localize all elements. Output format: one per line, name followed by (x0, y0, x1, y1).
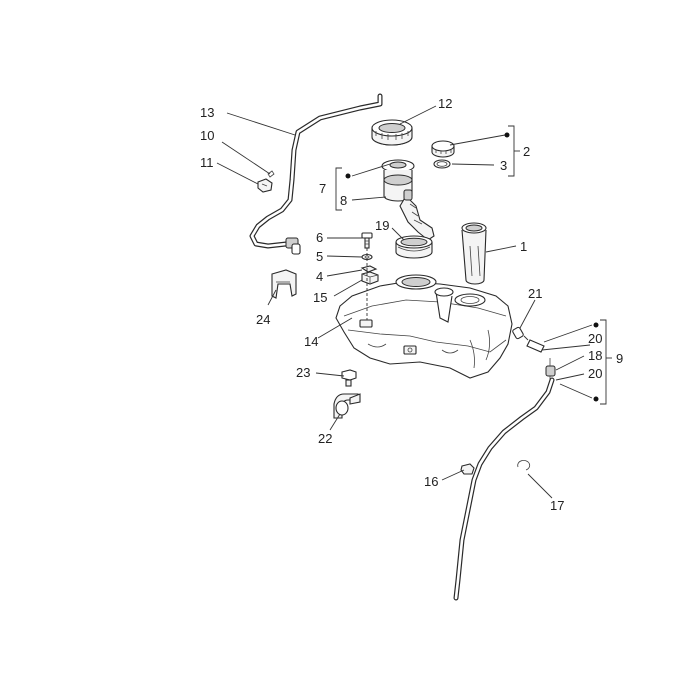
group-bracket-7 (335, 167, 351, 211)
part-24-bracket (271, 269, 297, 299)
part-6-screw (361, 232, 373, 249)
part-17-spring-clip (517, 460, 531, 471)
part-15-nut (361, 271, 379, 285)
part-2-fuel-cap (431, 140, 455, 158)
part-1-filler-neck (461, 222, 487, 285)
part-16-clip (460, 463, 475, 475)
callout-20-upper: 20 (588, 331, 602, 346)
callout-14: 14 (304, 334, 318, 349)
part-19-sleeve (395, 235, 433, 259)
part-20-upper-hose (526, 339, 545, 353)
group-bracket-2 (504, 125, 520, 177)
part-23-bolt (341, 369, 357, 387)
part-14-fuel-tank (335, 274, 513, 379)
part-3-seal (433, 159, 451, 169)
callout-2: 2 (523, 144, 530, 159)
callout-3: 3 (500, 158, 507, 173)
callout-13: 13 (200, 105, 214, 120)
callout-12: 12 (438, 96, 452, 111)
callout-21: 21 (528, 286, 542, 301)
callout-17: 17 (550, 498, 564, 513)
part-11-clamp (257, 178, 273, 193)
callout-1: 1 (520, 239, 527, 254)
callout-15: 15 (313, 290, 327, 305)
part-21-vent-valve (512, 326, 524, 340)
callout-9: 9 (616, 351, 623, 366)
part-10-clip (267, 170, 275, 178)
leader-lines (216, 105, 593, 499)
part-22-clamp-bracket (333, 393, 361, 419)
part-20-lower-hose (453, 377, 555, 601)
callout-20-lower: 20 (588, 366, 602, 381)
callout-5: 5 (316, 249, 323, 264)
callout-6: 6 (316, 230, 323, 245)
callout-11: 11 (200, 155, 214, 170)
callout-22: 22 (318, 431, 332, 446)
callout-10: 10 (200, 128, 214, 143)
part-8-fuel-pump (381, 159, 435, 241)
callout-16: 16 (424, 474, 438, 489)
callout-8: 8 (340, 193, 347, 208)
part-13-breather-hose (249, 93, 383, 255)
part-12-ring-nut (371, 119, 413, 146)
group-bracket-9 (593, 319, 612, 405)
callout-4: 4 (316, 269, 323, 284)
callout-19: 19 (375, 218, 389, 233)
callout-labels: 13 10 11 12 2 3 7 8 19 1 6 5 4 15 24 14 … (200, 96, 623, 513)
part-4-spacer (360, 265, 378, 273)
part-18-connector (545, 358, 556, 380)
callout-18: 18 (588, 348, 602, 363)
callout-23: 23 (296, 365, 310, 380)
callout-7: 7 (319, 181, 326, 196)
callout-24: 24 (256, 312, 270, 327)
